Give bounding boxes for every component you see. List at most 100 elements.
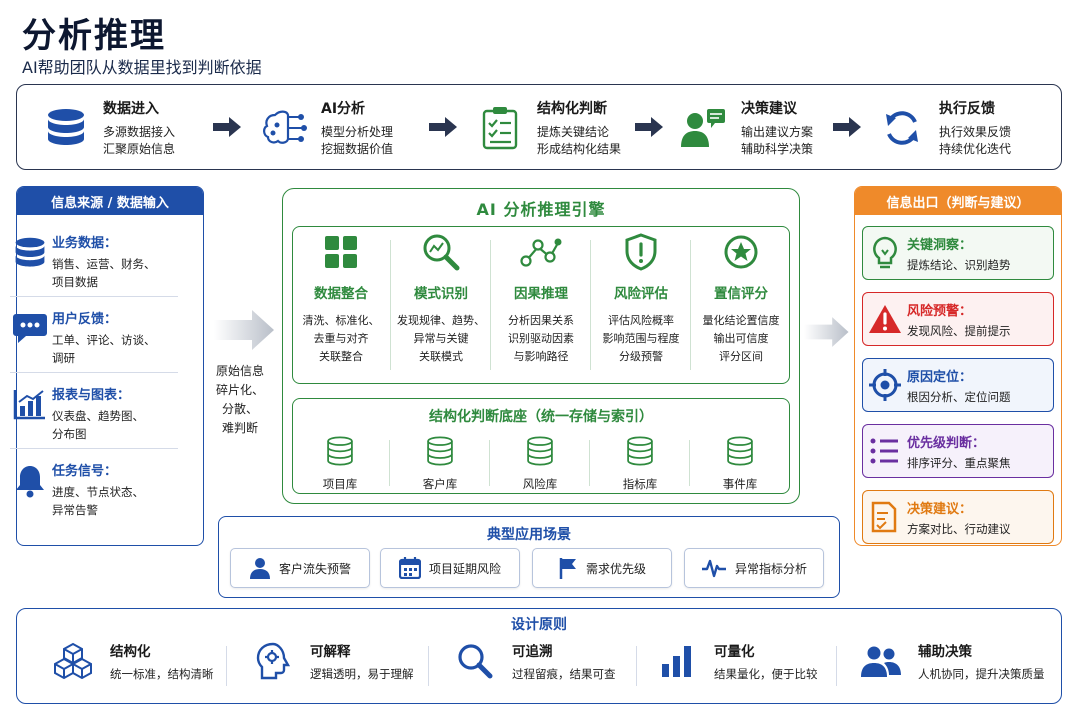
raw-info-line: 分散、 bbox=[221, 402, 258, 416]
output-item-root-cause: 原因定位： 根因分析、定位问题 bbox=[862, 358, 1054, 412]
store-metrics: 指标库 bbox=[592, 436, 688, 492]
pipeline-step-line: 输出建议方案 bbox=[741, 125, 814, 139]
divider bbox=[389, 440, 390, 486]
database-outline-icon bbox=[727, 436, 753, 466]
pipeline-step-line: 模型分析处理 bbox=[321, 125, 394, 139]
network-icon bbox=[491, 232, 591, 272]
input-item-title: 业务数据： bbox=[52, 236, 118, 251]
search-icon bbox=[452, 643, 498, 679]
output-item-desc: 根因分析、定位问题 bbox=[907, 389, 1011, 404]
principle-quantifiable: 可量化 结果量化，便于比较 bbox=[654, 640, 818, 682]
scenario-anomaly-metrics[interactable]: 异常指标分析 bbox=[684, 548, 824, 588]
pipeline-step-line: 提炼关键结论 bbox=[537, 125, 610, 139]
pipeline-step-line: 辅助科学决策 bbox=[741, 142, 814, 156]
module-desc: 与影响路径 bbox=[513, 350, 569, 363]
flow-arrow-out-icon bbox=[804, 317, 849, 347]
module-causal-reasoning: 因果推理 分析因果关系 识别驱动因素 与影响路径 bbox=[491, 232, 591, 366]
output-item-desc: 发现风险、提前提示 bbox=[907, 323, 1011, 338]
checklist-icon bbox=[477, 105, 523, 151]
arrow-right-icon bbox=[429, 117, 457, 137]
module-desc: 输出可信度 bbox=[713, 332, 769, 345]
priority-list-icon bbox=[863, 437, 907, 465]
scenario-label: 客户流失预警 bbox=[278, 561, 351, 576]
module-title: 置信评分 bbox=[714, 286, 768, 302]
scenarios-title: 典型应用场景 bbox=[487, 527, 571, 543]
store-label: 风险库 bbox=[522, 477, 558, 491]
output-item-priority: 优先级判断： 排序评分、重点聚焦 bbox=[862, 424, 1054, 478]
pipeline-step-title: 执行反馈 bbox=[939, 101, 995, 117]
database-outline-icon bbox=[327, 436, 353, 466]
module-title: 风险评估 bbox=[614, 286, 668, 302]
structured-base-box bbox=[292, 398, 790, 494]
module-desc: 识别驱动因素 bbox=[508, 332, 574, 345]
store-label: 指标库 bbox=[622, 477, 658, 491]
pipeline-step-line: 持续优化迭代 bbox=[939, 142, 1012, 156]
module-data-integration: 数据整合 清洗、标准化、 去重与对齐 关联整合 bbox=[291, 232, 391, 366]
input-item-title: 任务信号： bbox=[52, 464, 118, 479]
database-icon bbox=[8, 232, 52, 291]
output-item-risk-warning: 风险预警： 发现风险、提前提示 bbox=[862, 292, 1054, 346]
arrow-right-icon bbox=[213, 117, 241, 137]
store-customer: 客户库 bbox=[392, 436, 488, 492]
grid-icon bbox=[291, 232, 391, 272]
input-item-business-data: 业务数据： 销售、运营、财务、 项目数据 bbox=[8, 232, 180, 291]
pipeline-step-title: 数据进入 bbox=[103, 101, 159, 117]
pipeline-step-structured-judgment: 结构化判断 提炼关键结论 形成结构化结果 bbox=[477, 85, 621, 171]
module-desc: 异常与关键 bbox=[413, 332, 469, 345]
output-item-title: 关键洞察： bbox=[907, 237, 973, 253]
scenario-label: 异常指标分析 bbox=[734, 561, 807, 576]
module-title: 模式识别 bbox=[414, 286, 468, 302]
pulse-icon bbox=[701, 559, 726, 578]
principles-panel bbox=[16, 608, 1062, 704]
principle-decision-support: 辅助决策 人机协同，提升决策质量 bbox=[858, 640, 1045, 682]
divider bbox=[589, 440, 590, 486]
principle-title: 可追溯 bbox=[512, 644, 553, 660]
module-risk-assessment: 风险评估 评估风险概率 影响范围与程度 分级预警 bbox=[591, 232, 691, 366]
module-desc: 清洗、标准化、 bbox=[302, 314, 380, 327]
star-badge-icon bbox=[691, 232, 791, 272]
output-item-decision: 决策建议： 方案对比、行动建议 bbox=[862, 490, 1054, 544]
bar-chart-icon bbox=[654, 644, 700, 678]
divider bbox=[10, 448, 178, 449]
principle-structured: 结构化 统一标准，结构清晰 bbox=[50, 640, 214, 682]
store-risk: 风险库 bbox=[492, 436, 588, 492]
input-item-desc: 进度、节点状态、 bbox=[52, 485, 144, 499]
database-outline-icon bbox=[627, 436, 653, 466]
pipeline-step-decision-advice: 决策建议 输出建议方案 辅助科学决策 bbox=[681, 85, 813, 171]
divider bbox=[689, 440, 690, 486]
output-item-title: 决策建议： bbox=[907, 501, 973, 517]
scenario-churn-warning[interactable]: 客户流失预警 bbox=[230, 548, 370, 588]
page-subtitle: AI帮助团队从数据里找到判断依据 bbox=[22, 58, 262, 77]
divider bbox=[10, 372, 178, 373]
module-desc: 影响范围与程度 bbox=[602, 332, 680, 345]
scenario-project-delay[interactable]: 项目延期风险 bbox=[380, 548, 520, 588]
document-edit-icon bbox=[863, 501, 907, 533]
principle-desc: 逻辑透明，易于理解 bbox=[310, 667, 414, 681]
output-item-key-insight: 关键洞察： 提炼结论、识别趋势 bbox=[862, 226, 1054, 280]
structured-base-title: 结构化判断底座（统一存储与索引） bbox=[429, 409, 653, 425]
engine-title: AI 分析推理引擎 bbox=[476, 200, 606, 219]
scenario-requirement-priority[interactable]: 需求优先级 bbox=[532, 548, 672, 588]
output-item-title: 风险预警： bbox=[907, 303, 973, 319]
module-desc: 发现规律、趋势、 bbox=[397, 314, 485, 327]
module-confidence-score: 置信评分 量化结论置信度 输出可信度 评分区间 bbox=[691, 232, 791, 366]
module-desc: 关联模式 bbox=[419, 350, 463, 363]
output-item-title: 原因定位： bbox=[907, 369, 973, 385]
target-icon bbox=[863, 369, 907, 401]
store-project: 项目库 bbox=[292, 436, 388, 492]
database-icon bbox=[43, 105, 89, 151]
user-icon bbox=[249, 558, 270, 579]
pipeline-step-ai-analysis: AI分析 模型分析处理 挖掘数据价值 bbox=[261, 85, 393, 171]
pipeline-step-line: 多源数据接入 bbox=[103, 125, 176, 139]
bell-icon bbox=[8, 460, 52, 519]
principle-desc: 过程留痕，结果可查 bbox=[512, 667, 616, 681]
engine-modules-box bbox=[292, 226, 790, 384]
chat-bubble-icon bbox=[8, 308, 52, 367]
pipeline-step-feedback: 执行反馈 执行效果反馈 持续优化迭代 bbox=[879, 85, 1011, 171]
store-label: 事件库 bbox=[722, 477, 758, 491]
warning-icon bbox=[863, 304, 907, 334]
divider bbox=[489, 440, 490, 486]
head-gear-icon bbox=[250, 642, 296, 680]
people-icon bbox=[858, 645, 904, 677]
bar-chart-icon bbox=[8, 384, 52, 443]
